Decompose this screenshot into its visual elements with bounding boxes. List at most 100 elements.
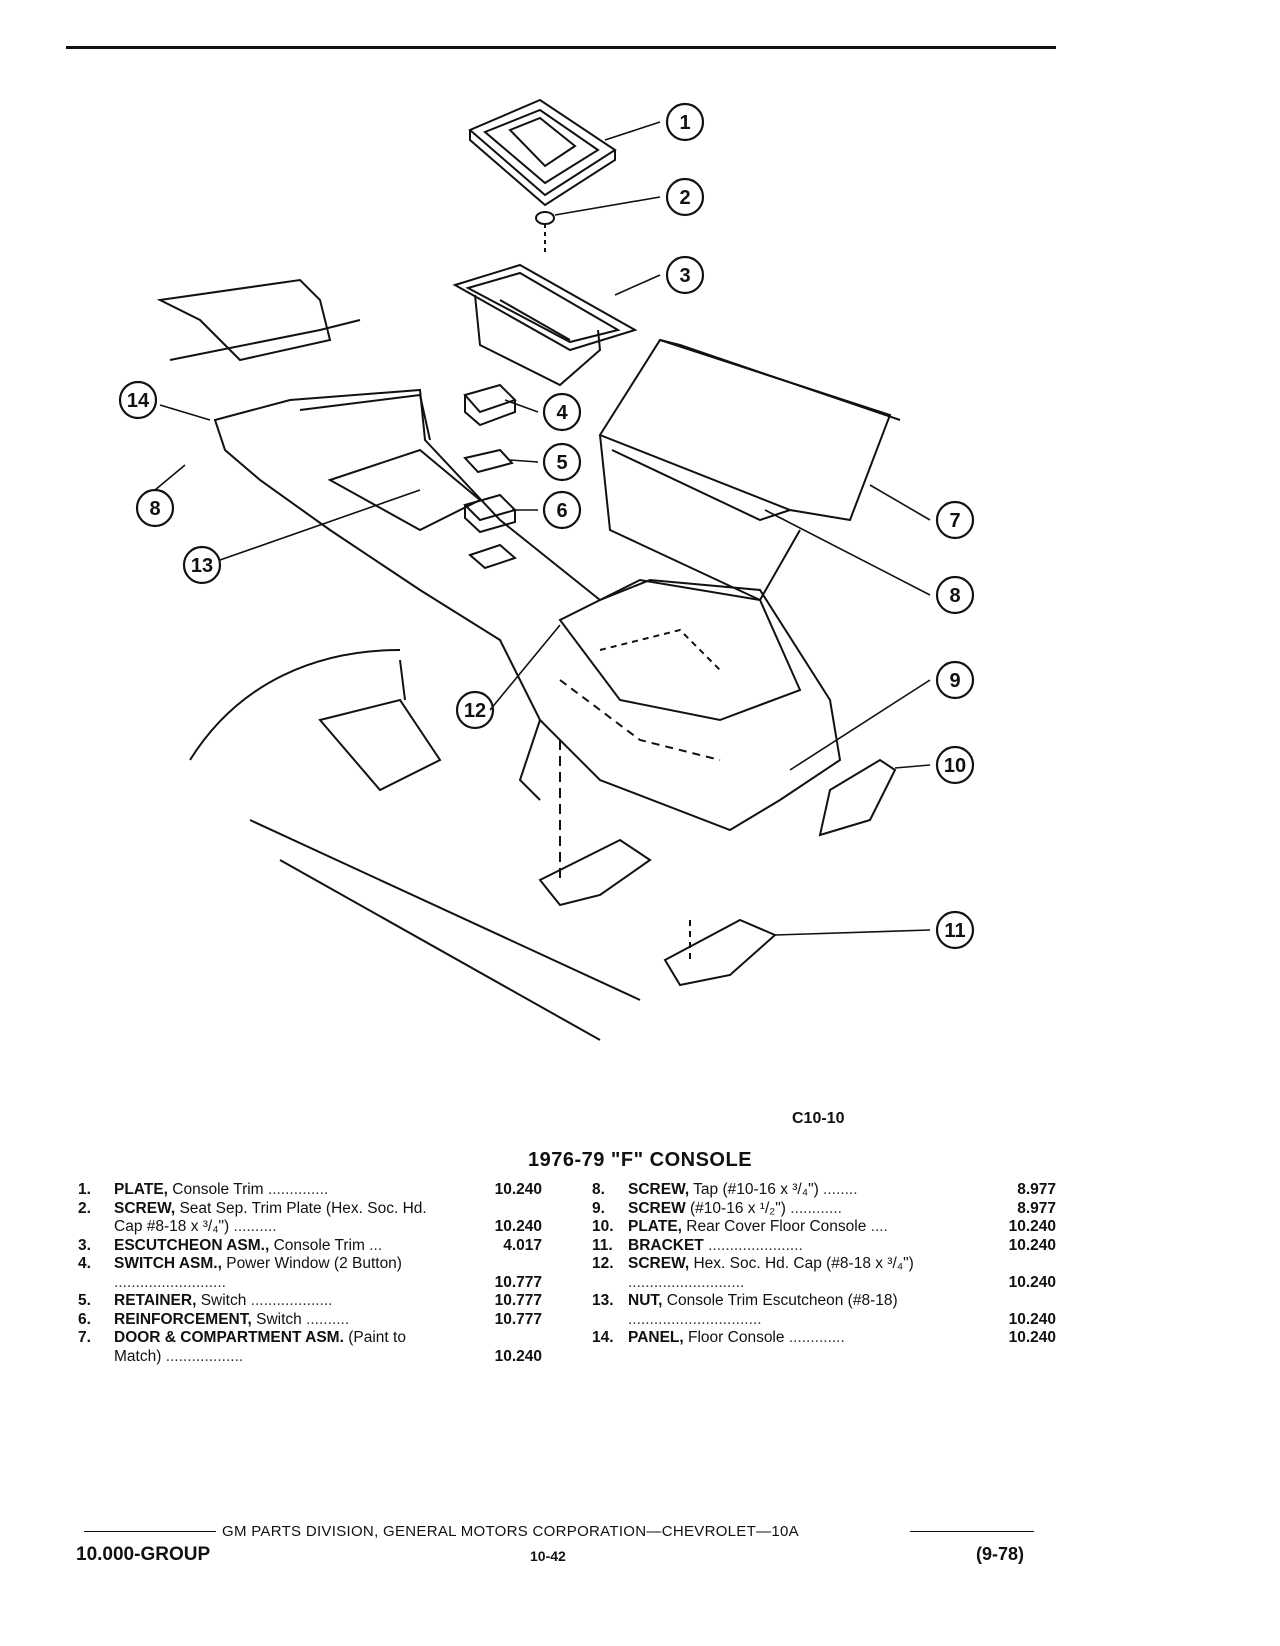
- part-name: REINFORCEMENT,: [114, 1310, 252, 1328]
- group-number: 10.240: [1008, 1273, 1056, 1291]
- part-row: 8. SCREW, Tap (#10-16 x ³/₄") ........ 8.9…: [592, 1181, 1062, 1200]
- leader-dots: ..........: [306, 1310, 350, 1328]
- part-row: 7.DOOR & COMPARTMENT ASM. (Paint to Matc…: [78, 1329, 548, 1366]
- part-number: 3.: [78, 1236, 91, 1254]
- part-name: RETAINER,: [114, 1292, 197, 1309]
- part-row: 4. SWITCH ASM., Power Window (2 Button) .…: [78, 1255, 548, 1292]
- callout-label: 10: [944, 755, 966, 777]
- group-number: 10.240: [1008, 1310, 1056, 1328]
- leader-dots: ..................: [165, 1347, 244, 1365]
- callout-label: 3: [679, 265, 690, 287]
- part-name: SCREW,: [114, 1199, 176, 1217]
- footer-division: GM PARTS DIVISION, GENERAL MOTORS CORPOR…: [222, 1523, 799, 1540]
- leader-dots: .............: [788, 1329, 845, 1346]
- callout-label: 8: [949, 585, 960, 607]
- console-body-drawing: [156, 278, 842, 832]
- footer-rule-right: [910, 1531, 1034, 1532]
- callout-label: 11: [944, 920, 965, 942]
- group-number: 10.240: [1008, 1218, 1056, 1235]
- part-description: PLATE, Rear Cover Floor Console ....: [628, 1218, 888, 1235]
- part-description: PLATE, Console Trim ..............: [114, 1181, 329, 1198]
- bracket-drawing: [538, 740, 777, 987]
- part-row: 3. ESCUTCHEON ASM., Console Trim ... 4.017: [78, 1237, 548, 1256]
- part-number: 1.: [78, 1181, 91, 1198]
- screw-drawing-2: [535, 211, 555, 255]
- part-name: NUT,: [628, 1292, 663, 1309]
- group-number: 8.977: [1017, 1199, 1056, 1217]
- part-name: DOOR & COMPARTMENT ASM.: [114, 1329, 344, 1346]
- page-number: 10-42: [530, 1548, 566, 1564]
- group-number: 10.240: [494, 1347, 542, 1365]
- group-number: 10.240: [1008, 1236, 1056, 1254]
- compartment-drawing: [598, 338, 901, 602]
- group-number: 10.777: [494, 1273, 542, 1291]
- leader-dots: ..........: [233, 1218, 277, 1235]
- part-description: PANEL, Floor Console .............: [628, 1329, 845, 1346]
- part-number: 2.: [78, 1199, 91, 1217]
- part-row: 10. PLATE, Rear Cover Floor Console .... 1…: [592, 1218, 1062, 1237]
- leader-lines: [154, 121, 931, 936]
- header-rule: [66, 46, 1056, 49]
- callout-label: 6: [556, 500, 567, 522]
- part-row: 6.REINFORCEMENT, Switch ..........10.777: [78, 1311, 548, 1330]
- part-number: 6.: [78, 1310, 91, 1328]
- part-number: 4.: [78, 1255, 91, 1272]
- part-number: 11.: [592, 1236, 613, 1254]
- part-name: PLATE,: [114, 1181, 168, 1198]
- parts-list-left: 1. PLATE, Console Trim .............. 10.2…: [78, 1181, 548, 1366]
- callout-label: 12: [464, 700, 486, 722]
- part-number: 5.: [78, 1292, 91, 1309]
- leader-dots: ......................: [708, 1236, 803, 1254]
- part-description: DOOR & COMPARTMENT ASM. (Paint to Match)…: [114, 1329, 406, 1365]
- part-row: 13. NUT, Console Trim Escutcheon (#8-18) …: [592, 1292, 1062, 1329]
- leader-dots: ..............: [267, 1181, 329, 1198]
- part-number: 13.: [592, 1292, 614, 1309]
- group-number: 10.240: [494, 1218, 542, 1235]
- callout-label: 5: [556, 452, 567, 474]
- part-number: 8.: [592, 1181, 605, 1198]
- callout-label: 4: [556, 402, 568, 424]
- leader-dots: ...: [369, 1236, 383, 1254]
- part-description: SCREW (#10-16 x ¹/₂") ............: [628, 1199, 842, 1217]
- part-description: SWITCH ASM., Power Window (2 Button) ...…: [114, 1255, 402, 1291]
- switch-drawing: [463, 383, 517, 570]
- floor-drawing: [169, 319, 641, 1041]
- group-number: 4.017: [503, 1236, 542, 1254]
- leader-dots: ..........................: [114, 1273, 226, 1291]
- part-number: 14.: [592, 1329, 614, 1346]
- part-description: SCREW, Tap (#10-16 x ³/₄") ........: [628, 1181, 858, 1198]
- group-number: 8.977: [1017, 1181, 1056, 1198]
- cover-plate-drawing: [818, 758, 897, 837]
- callout-label: 9: [949, 670, 960, 692]
- part-description: NUT, Console Trim Escutcheon (#8-18) ...…: [628, 1292, 898, 1328]
- part-description: REINFORCEMENT, Switch ..........: [114, 1310, 350, 1328]
- callout-label: 14: [127, 390, 150, 412]
- callout-circles: [118, 102, 975, 950]
- part-row: 5.RETAINER, Switch ...................10…: [78, 1292, 548, 1311]
- part-name: SCREW: [628, 1199, 686, 1217]
- revision-date: (9-78): [976, 1544, 1025, 1564]
- part-name: SCREW,: [628, 1181, 690, 1198]
- exploded-diagram: 1 2 3 4 5 6 7 8 8 9 10 11 12 13 14: [118, 98, 975, 1041]
- part-name: SWITCH ASM.,: [114, 1255, 222, 1272]
- part-description: ESCUTCHEON ASM., Console Trim ...: [114, 1236, 383, 1254]
- part-number: 9.: [592, 1199, 605, 1217]
- callout-label: 13: [191, 555, 213, 577]
- leader-dots: ...........................: [628, 1273, 745, 1291]
- part-number: 12.: [592, 1255, 614, 1272]
- part-row: 12.SCREW, Hex. Soc. Hd. Cap (#8-18 x ³/₄…: [592, 1255, 1062, 1292]
- trim-plate-drawing: [468, 98, 617, 207]
- parts-list-right: 8. SCREW, Tap (#10-16 x ³/₄") ........ 8.9…: [592, 1181, 1062, 1348]
- group-number: 10.240: [494, 1181, 542, 1198]
- part-name: PLATE,: [628, 1218, 682, 1235]
- footer-rule-left: [84, 1531, 216, 1532]
- figure-code: C10-10: [792, 1110, 845, 1127]
- part-number: 10.: [592, 1218, 614, 1235]
- leader-dots: ....: [870, 1218, 888, 1235]
- callout-label: 8: [149, 498, 160, 520]
- group-number: 10.240: [1008, 1329, 1056, 1346]
- part-name: SCREW,: [628, 1255, 690, 1272]
- part-row: 2.SCREW, Seat Sep. Trim Plate (Hex. Soc.…: [78, 1200, 548, 1237]
- leader-dots: ...............................: [628, 1310, 762, 1328]
- group-number: 10.777: [494, 1292, 542, 1309]
